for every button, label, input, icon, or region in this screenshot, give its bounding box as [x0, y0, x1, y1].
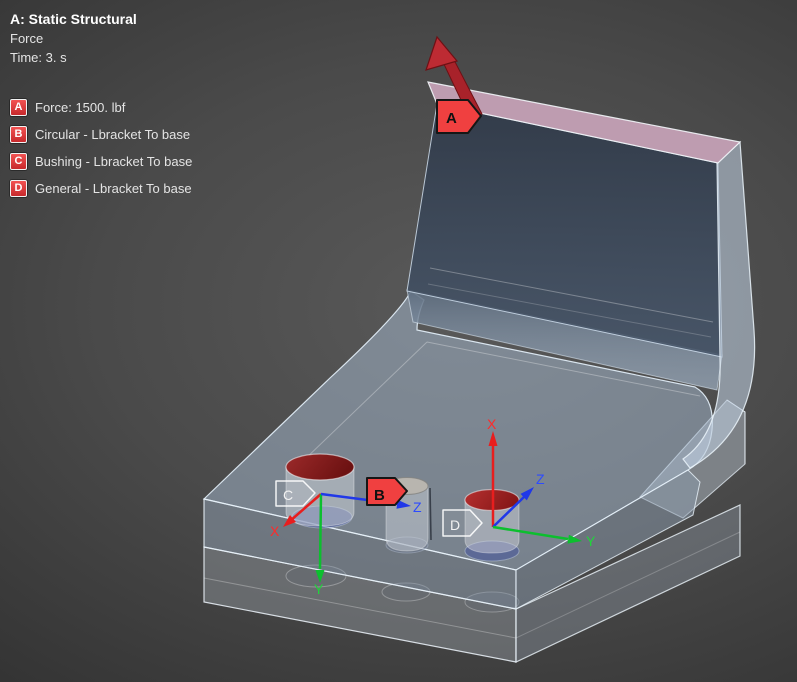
triad-c-x-label: X [270, 523, 280, 539]
legend-label-c: Bushing - Lbracket To base [35, 153, 193, 169]
annotation-flag-a[interactable]: A [436, 99, 482, 134]
triad-c-y-axis [318, 493, 323, 570]
base-inner-line [515, 531, 741, 639]
bracket-reflection-line [429, 267, 714, 323]
triad-d-y-arrowhead [567, 534, 582, 544]
triad-c-z-arrowhead [396, 499, 411, 509]
legend-label-d: General - Lbracket To base [35, 180, 192, 196]
triad-c-y-label: Y [314, 581, 324, 597]
l-bracket-body[interactable] [202, 81, 756, 610]
triad-c-z-label: Z [413, 499, 422, 515]
legend-label-a: Force: 1500. lbf [35, 99, 126, 115]
triad-d-x-label: X [487, 416, 497, 432]
triad-d-z-axis [492, 495, 526, 528]
annotation-flag-d[interactable]: D [442, 509, 483, 537]
hole-ring-d [464, 540, 520, 562]
annotation-legend: A Force: 1500. lbf B Circular - Lbracket… [10, 98, 193, 207]
annotation-flag-b[interactable]: B [366, 477, 408, 506]
flange-inner-line [426, 341, 701, 397]
legend-item-b[interactable]: B Circular - Lbracket To base [10, 125, 192, 143]
legend-item-d[interactable]: D General - Lbracket To base [10, 179, 192, 197]
analysis-subtitle: Force [10, 31, 44, 46]
flag-c-letter: C [283, 487, 293, 503]
flag-a-letter: A [446, 110, 457, 127]
base-block[interactable] [203, 399, 746, 663]
flange-inner-line [301, 341, 428, 463]
legend-label-b: Circular - Lbracket To base [35, 126, 191, 142]
base-inner-line [203, 577, 517, 639]
bracket-right-side-face [682, 140, 756, 469]
force-loaded-face [427, 81, 742, 164]
annotation-flag-c[interactable]: C [275, 480, 316, 507]
force-arrow-head [425, 35, 459, 71]
flag-b-letter: B [374, 487, 385, 504]
triad-d-y-axis [492, 525, 569, 541]
triad-d: X Y Z [487, 416, 596, 549]
triad-d-z-label: Z [536, 471, 545, 487]
analysis-header: A: Static Structural Force Time: 3. s [10, 10, 137, 67]
legend-badge-b: B [10, 125, 27, 143]
legend-badge-c: C [10, 152, 27, 170]
bracket-reflection-line [427, 283, 712, 338]
triad-c-x-arrowhead [283, 515, 296, 527]
analysis-title: A: Static Structural [10, 11, 137, 27]
flag-d-letter: D [450, 517, 460, 533]
triad-d-x-arrowhead [488, 431, 498, 446]
analysis-time: Time: 3. s [10, 50, 67, 65]
triad-d-y-label: Y [586, 533, 596, 549]
bracket-flange-right-face [515, 469, 701, 610]
triad-c-y-arrowhead [315, 570, 325, 583]
base-hole-left [285, 564, 347, 588]
pin-b-edge [429, 487, 432, 541]
pin-c-top-face [285, 453, 355, 481]
legend-item-c[interactable]: C Bushing - Lbracket To base [10, 152, 193, 170]
triad-d-z-arrowhead [520, 487, 534, 501]
legend-badge-d: D [10, 179, 27, 197]
legend-item-a[interactable]: A Force: 1500. lbf [10, 98, 192, 116]
legend-badge-a: A [10, 98, 27, 116]
triad-c-x-axis [289, 493, 322, 522]
base-front-right-face [515, 504, 741, 663]
